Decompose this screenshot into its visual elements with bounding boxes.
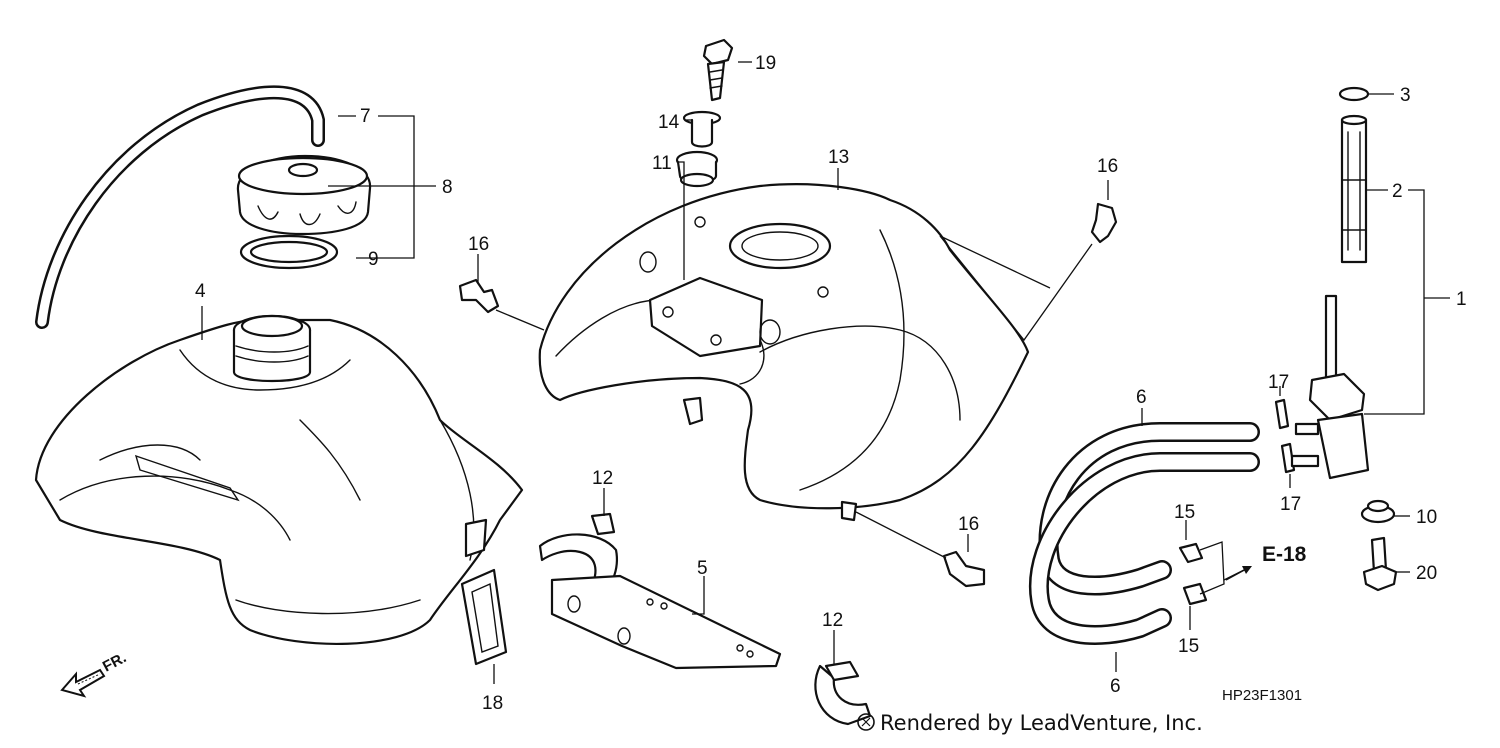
band-lower — [814, 660, 872, 726]
tank-strap — [460, 568, 508, 666]
hose-clamps-15 — [1178, 542, 1208, 606]
callout-13[interactable]: 13 — [828, 147, 849, 168]
callout-4[interactable]: 4 — [195, 281, 206, 302]
callout-11[interactable]: 11 — [652, 153, 672, 174]
callout-15-top[interactable]: 15 — [1174, 502, 1195, 523]
reference-e18[interactable]: E-18 — [1262, 543, 1307, 566]
callout-5[interactable]: 5 — [697, 558, 708, 579]
fuel-tank — [34, 314, 524, 646]
credit: Rendered by LeadVenture, Inc. — [857, 711, 1203, 735]
callout-14[interactable]: 14 — [658, 112, 680, 133]
fuel-valve — [1290, 294, 1370, 480]
tank-shroud — [538, 183, 1030, 522]
callout-16-right[interactable]: 16 — [1097, 156, 1118, 177]
callout-7[interactable]: 7 — [360, 106, 371, 127]
leadventure-logo-icon — [857, 713, 875, 731]
reference-arrow-icon — [1225, 566, 1252, 581]
part-callouts: 19 14 11 13 7 8 9 4 16 16 16 3 2 1 6 6 1… — [195, 53, 1467, 714]
credit-text: Rendered by LeadVenture, Inc. — [880, 711, 1203, 735]
callout-17-top[interactable]: 17 — [1268, 372, 1289, 393]
callout-8[interactable]: 8 — [442, 177, 453, 198]
cap-gasket — [239, 234, 339, 270]
washer — [1360, 499, 1396, 524]
callout-12-upper[interactable]: 12 — [592, 468, 613, 489]
fuel-cap — [236, 154, 372, 236]
fuel-hoses — [1028, 422, 1260, 645]
trim-clip-bottom — [942, 550, 986, 588]
trim-clip-left — [458, 278, 500, 314]
callout-9[interactable]: 9 — [368, 249, 379, 270]
bolt-bottom — [1362, 536, 1398, 592]
rubber-mount — [675, 150, 719, 188]
callout-19[interactable]: 19 — [755, 53, 776, 74]
mounting-bracket — [550, 574, 782, 670]
fuel-strainer — [1340, 114, 1368, 264]
callout-17-bottom[interactable]: 17 — [1280, 494, 1301, 515]
collar — [682, 110, 722, 148]
callout-10[interactable]: 10 — [1416, 507, 1437, 528]
callout-6-top[interactable]: 6 — [1136, 387, 1147, 408]
callout-3[interactable]: 3 — [1400, 85, 1411, 106]
trim-clip-right — [1090, 202, 1118, 244]
callout-6-bottom[interactable]: 6 — [1110, 676, 1121, 697]
diagram-code: HP23F1301 — [1222, 687, 1302, 704]
leader-lines — [201, 61, 1450, 684]
callout-2[interactable]: 2 — [1392, 181, 1403, 202]
o-ring — [1338, 86, 1370, 102]
front-direction-label: FR. — [100, 649, 129, 675]
callout-16-left[interactable]: 16 — [468, 234, 489, 255]
callout-1[interactable]: 1 — [1456, 289, 1467, 310]
bolt-top — [702, 38, 734, 102]
callout-15-bottom[interactable]: 15 — [1178, 636, 1199, 657]
breather-tube — [35, 85, 325, 329]
front-direction-arrow-icon — [60, 668, 106, 698]
callout-18[interactable]: 18 — [482, 693, 503, 714]
callout-12-lower[interactable]: 12 — [822, 610, 843, 631]
callout-20[interactable]: 20 — [1416, 563, 1437, 584]
callout-16-bottom[interactable]: 16 — [958, 514, 979, 535]
